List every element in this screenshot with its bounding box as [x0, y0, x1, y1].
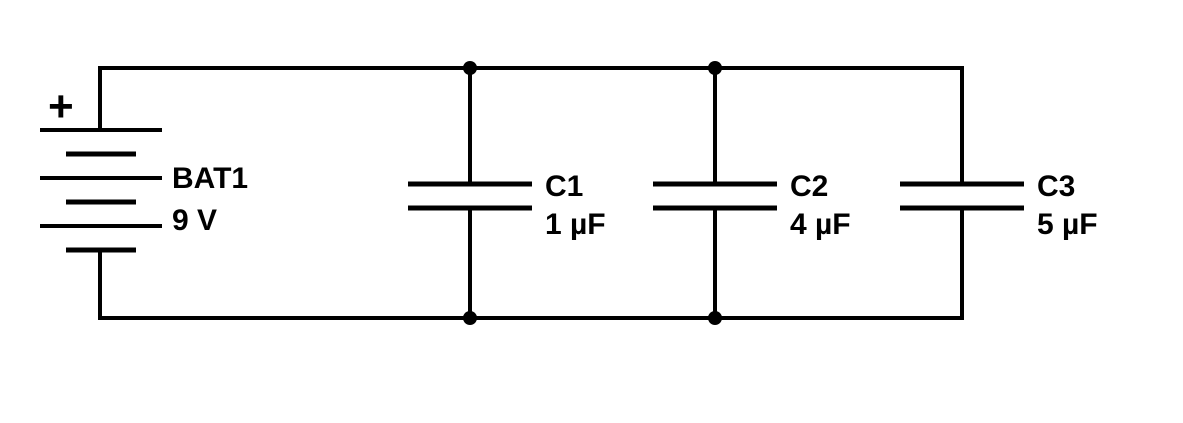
bottom-rail-wire	[98, 208, 964, 320]
capacitor-c1-symbol: C1 1 µF	[408, 170, 606, 241]
junction-dot-top-c2	[708, 61, 722, 75]
battery-plus-icon: +	[48, 82, 74, 131]
capacitor-c2-symbol: C2 4 µF	[653, 170, 851, 241]
capacitor-c3-designator-label: C3	[1037, 170, 1075, 203]
battery-designator-label: BAT1	[172, 162, 248, 195]
battery-value-label: 9 V	[172, 204, 217, 237]
junction-dot-bottom-c1	[463, 311, 477, 325]
junction-dot-bottom-c2	[708, 311, 722, 325]
top-rail-wire	[98, 66, 964, 184]
battery-symbol: + BAT1 9 V	[40, 82, 248, 253]
capacitor-c2-value-label: 4 µF	[790, 208, 851, 241]
junction-dot-top-c1	[463, 61, 477, 75]
junction-dots	[463, 61, 722, 325]
capacitor-c1-designator-label: C1	[545, 170, 583, 203]
capacitor-c3-symbol: C3 5 µF	[900, 170, 1098, 241]
capacitor-c1-value-label: 1 µF	[545, 208, 606, 241]
capacitor-c2-designator-label: C2	[790, 170, 828, 203]
capacitor-c3-value-label: 5 µF	[1037, 208, 1098, 241]
wires	[98, 66, 964, 320]
